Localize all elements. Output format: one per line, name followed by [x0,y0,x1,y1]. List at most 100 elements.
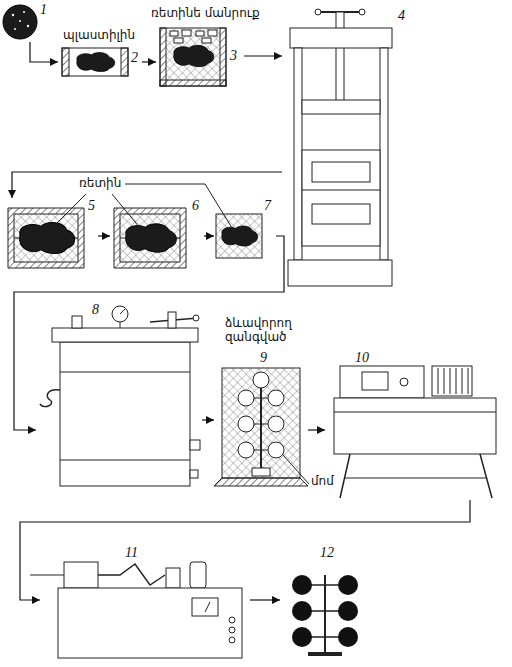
autoclave [40,390,60,407]
rubber-mould-box [222,226,258,246]
process-stage: 2 [58,42,142,80]
process-stage: 6 [110,198,204,270]
process-stage: 1 [2,2,54,42]
casting-machine [229,637,235,643]
cast-tree [338,601,358,621]
plasticine-in-frame [62,48,128,76]
casting-machine [166,568,180,588]
plasticine-ball [3,5,37,39]
stage-number: 7 [264,198,271,213]
wax-tree-flask [238,390,254,406]
casting-machine [30,575,64,576]
autoclave [120,322,121,328]
wax-tree-flask [268,416,284,432]
process-stage: 10 [325,350,505,500]
part-label: ռետինե մանրուք [150,6,261,20]
rubber-mould-box [8,208,84,268]
rubber-mould-box [216,214,262,258]
press-machine [380,48,388,260]
rubber-crumb-mould [170,31,178,36]
part-label: մոմ [310,474,335,488]
furnace-machine [400,378,408,386]
plasticine-ball [3,5,37,39]
rubber-crumb-mould [220,28,226,86]
cast-tree [324,575,326,652]
furnace-machine [334,366,496,498]
part-label: ձևավորող զանգված [224,316,312,344]
autoclave [52,328,198,342]
wax-tree-flask [222,368,300,478]
plasticine-ball [12,14,14,16]
leader-line [50,194,86,230]
furnace-machine [438,368,468,394]
press-machine [294,48,302,260]
rubber-crumb-mould [202,38,211,43]
stage-number: 5 [88,198,95,213]
plasticine-ball [27,25,29,27]
autoclave [60,372,190,373]
casting-machine [58,588,242,658]
wax-tree-flask [214,478,308,486]
rubber-crumb-mould [160,80,226,86]
stage-number: 4 [398,8,405,23]
casting-machine [192,598,218,616]
rubber-crumb-mould [160,28,226,86]
stage-number: 2 [131,50,138,65]
process-stage: 4 [282,8,412,288]
autoclave [120,309,125,314]
process-stage: 9 [214,350,308,488]
plasticine-in-frame [62,48,69,76]
process-stage: 5 [6,198,98,270]
rubber-mould-box [14,214,78,262]
flow-arrow [20,500,470,600]
flow-arrow [30,42,58,62]
casting-machine [98,564,165,585]
casting-machine [190,562,206,588]
press-machine [290,28,392,48]
leader-line [112,194,140,228]
press-machine [302,190,380,191]
autoclave [60,460,190,461]
furnace-machine [362,372,388,390]
casting-machine [205,602,210,612]
autoclave [72,316,82,328]
plasticine-in-frame [121,48,128,76]
autoclave [190,470,198,478]
process-stage: 12 [280,545,380,663]
plasticine-ball [19,20,21,22]
cast-tree [338,627,358,647]
plasticine-ball [14,28,16,30]
cast-tree [292,575,358,656]
press-machine [312,162,370,182]
stage-number: 6 [192,198,199,213]
stage-number: 8 [92,302,99,317]
flow-arrow [142,61,156,62]
wax-tree-flask [268,442,284,458]
autoclave [112,306,128,322]
part-label: պլաստիլին [62,28,136,42]
rubber-crumb-mould [208,30,217,36]
stage-number: 3 [230,48,237,63]
casting-machine [30,562,242,658]
rubber-crumb-mould [166,28,220,80]
cast-tree [338,575,358,595]
process-stage: 8 [36,300,202,490]
furnace-machine [345,478,487,479]
wax-tree-flask [260,388,262,470]
rubber-crumb-mould [174,45,214,66]
autoclave [40,306,200,486]
press-machine [312,204,370,224]
plasticine-ball [23,11,25,13]
wax-tree-flask [253,372,269,388]
furnace-machine [334,412,496,413]
process-stage: 7 [214,198,276,262]
rubber-mould-box [20,223,75,254]
press-machine [336,12,344,102]
furnace-machine [340,454,492,498]
rubber-mould-box [126,224,177,252]
furnace-machine [340,366,424,398]
rubber-crumb-mould [160,28,226,86]
flow-arrow [202,419,214,420]
wax-tree-flask [268,390,284,406]
